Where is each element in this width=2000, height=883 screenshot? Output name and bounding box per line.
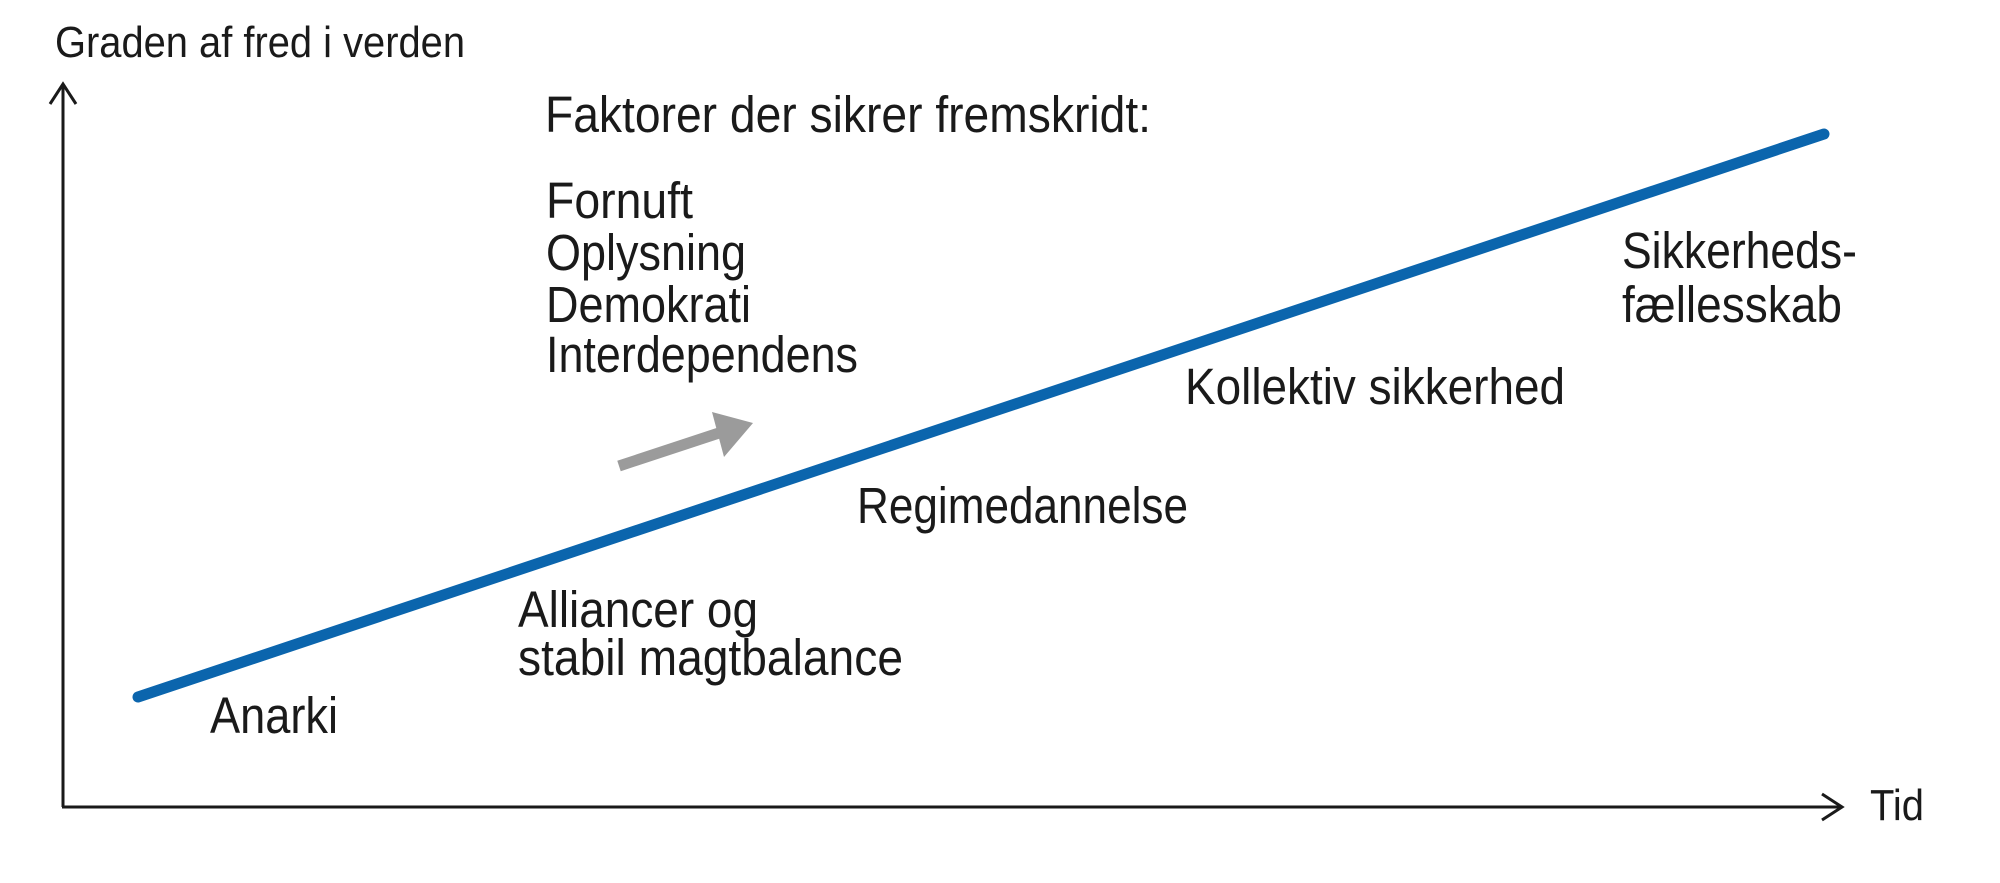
y-axis [48,81,78,807]
stage-label-line: Sikkerheds- [1622,222,1857,279]
stage-label-line: fællesskab [1622,276,1842,333]
y-axis-label: Graden af fred i verden [55,18,465,67]
x-axis-arrowhead-icon [1821,792,1845,822]
stage-label-regimedannelse: Regimedannelse [857,477,1188,534]
y-axis-arrowhead-icon [48,81,78,105]
factors-heading: Faktorer der sikrer fremskridt: [545,86,1151,143]
stage-label-sikkerhedsfaellesskab: Sikkerheds- fællesskab [1622,222,1857,333]
factor-item: Oplysning [546,224,746,281]
stage-label-line: stabil magtbalance [518,629,903,686]
factor-item: Interdependens [546,326,858,383]
x-axis [62,792,1845,822]
factor-item: Demokrati [546,276,751,333]
progress-arrow-icon [617,412,753,472]
stage-label-anarki: Anarki [210,687,338,744]
stage-label-line: Alliancer og [518,581,758,638]
stage-label-kollektiv-sikkerhed: Kollektiv sikkerhed [1185,358,1565,415]
factor-item: Fornuft [546,172,693,229]
factors-block: Faktorer der sikrer fremskridt: Fornuft … [545,86,1151,383]
stage-label-alliancer: Alliancer og stabil magtbalance [518,581,903,686]
peace-trend-line [132,128,1830,703]
x-axis-label: Tid [1870,781,1924,830]
